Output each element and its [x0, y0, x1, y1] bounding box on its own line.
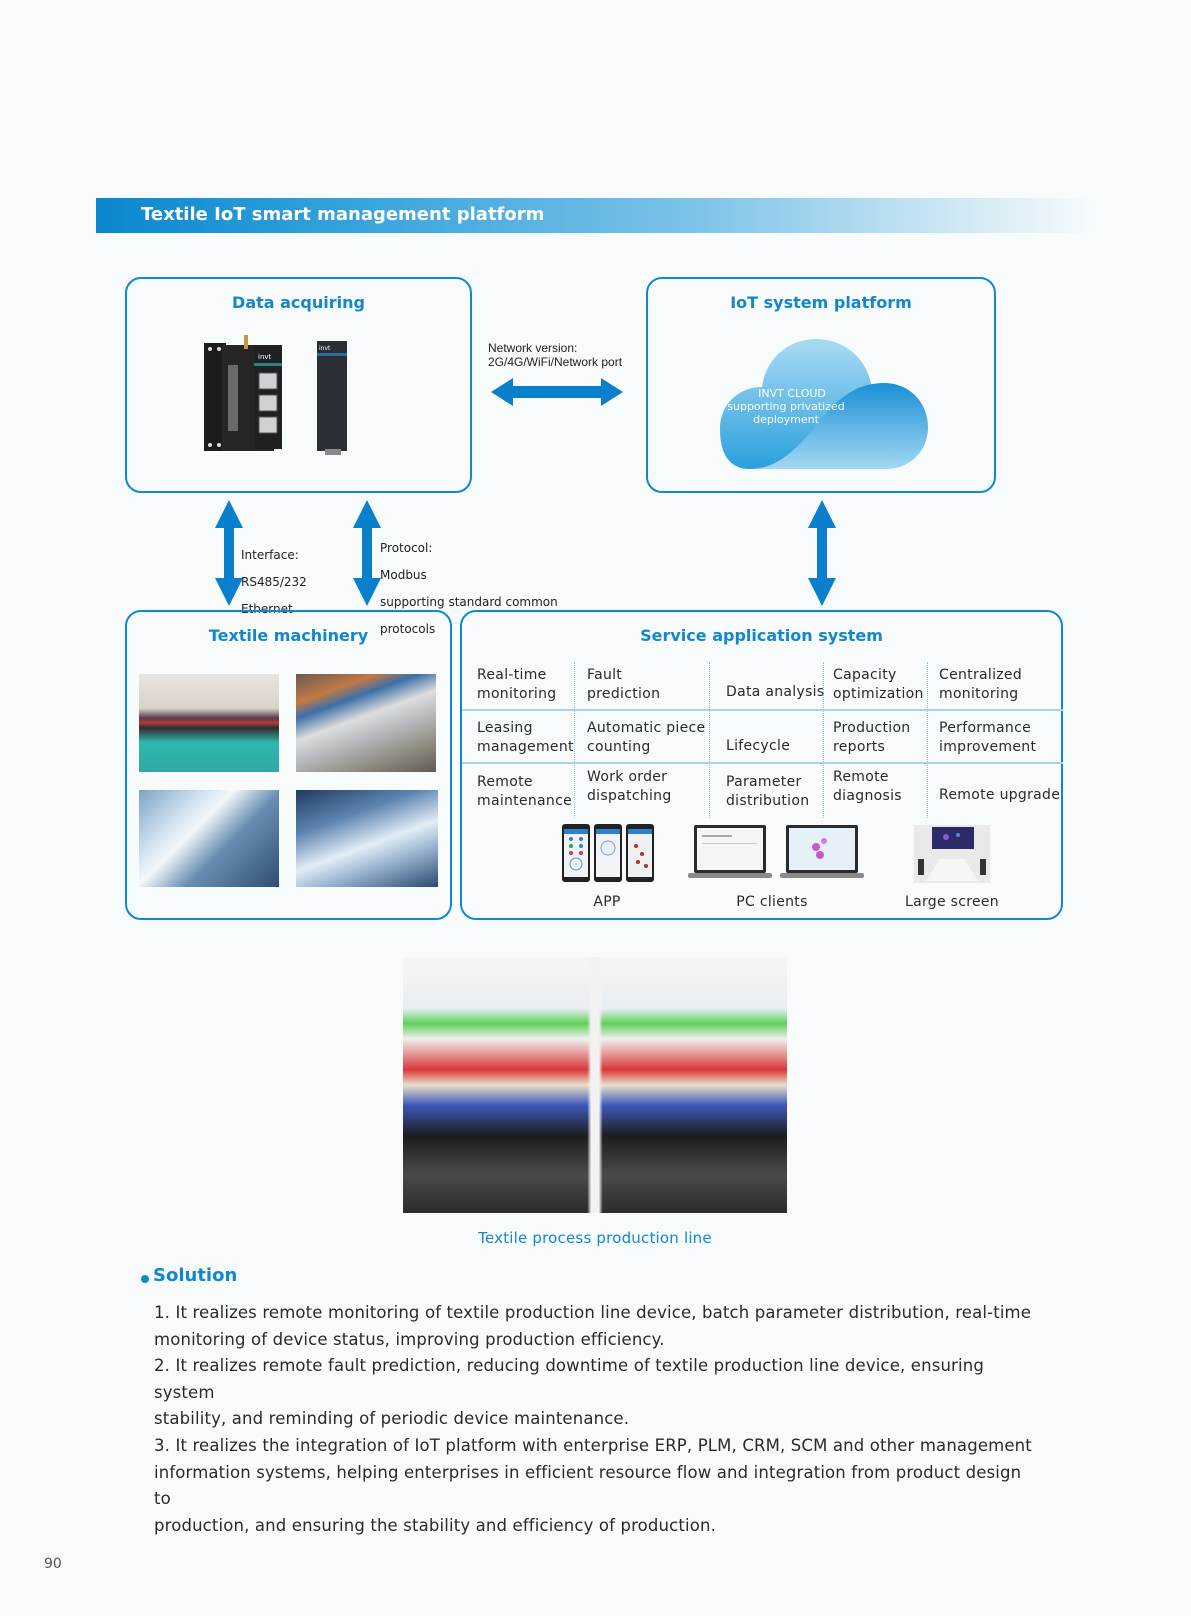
feature-production-reports: Production reports	[833, 720, 911, 755]
client-label-large-screen: Large screen	[905, 894, 999, 910]
data-acquiring-title: Data acquiring	[232, 293, 365, 312]
interface-label-line1: Interface:	[241, 547, 299, 562]
spinning-frame-photo	[296, 674, 436, 772]
device-brand-label-module: invt	[319, 345, 331, 352]
cloud-icon: INVT CLOUD supporting privatized deploym…	[720, 339, 928, 469]
column-divider	[927, 662, 928, 818]
cloud-label-line2: supporting privatized	[727, 400, 844, 413]
feature-leasing-management: Leasing management	[477, 720, 574, 755]
solution-line: 2. It realizes remote fault prediction, …	[154, 1356, 984, 1402]
protocol-label-line2: Modbus	[380, 567, 427, 582]
large-screen-meeting-room-image	[914, 825, 990, 883]
iot-gateway-device-image: invt	[204, 335, 282, 451]
textile-production-line-photo	[403, 957, 787, 1213]
data-acquiring-box: Data acquiring invt invt	[125, 277, 472, 493]
protocol-label-line4: protocols	[380, 621, 436, 636]
feature-real-time-monitoring: Real-time monitoring	[477, 667, 557, 702]
protocol-label-line1: Protocol:	[380, 540, 433, 555]
embroidery-machine-photo	[139, 674, 279, 772]
feature-capacity-optimization: Capacity optimization	[833, 667, 924, 702]
pc-client-map-laptop-image	[780, 825, 864, 878]
solution-line: 3. It realizes the integration of IoT pl…	[154, 1435, 1032, 1455]
pc-client-laptop-image	[688, 825, 772, 878]
service-application-system-box: Service application system Real-time mon…	[460, 610, 1063, 920]
bidirectional-arrow-vertical-icon	[353, 500, 381, 606]
iot-platform-title: IoT system platform	[730, 293, 912, 312]
row-divider	[462, 709, 1063, 711]
solution-text: 1. It realizes remote monitoring of text…	[154, 1300, 1034, 1539]
bullet-icon	[141, 1274, 149, 1283]
feature-lifecycle: Lifecycle	[726, 738, 791, 754]
weaving-loom-photo	[296, 790, 438, 887]
column-divider	[823, 662, 824, 818]
spinning-mill-photo	[139, 790, 279, 887]
production-photo-caption: Textile process production line	[478, 1229, 712, 1247]
solution-line: monitoring of device status, improving p…	[154, 1329, 665, 1349]
protocol-label: Protocol: Modbus supporting standard com…	[380, 528, 558, 650]
bidirectional-arrow-vertical-icon	[215, 500, 243, 606]
network-version-label: Network version: 2G/4G/WiFi/Network port	[488, 341, 622, 369]
feature-fault-prediction: Fault prediction	[587, 667, 661, 702]
client-label-pc: PC clients	[736, 894, 808, 910]
feature-automatic-piece-counting: Automatic piece counting	[587, 720, 706, 755]
mobile-app-screens-image	[562, 824, 654, 882]
section-title: Textile IoT smart management platform	[141, 204, 545, 225]
service-system-title: Service application system	[640, 626, 883, 645]
network-label-line1: Network version:	[488, 341, 578, 355]
device-brand-label: invt	[258, 353, 272, 361]
io-module-device-image: invt	[317, 341, 347, 455]
solution-heading: Solution	[141, 1265, 237, 1286]
network-label-line2: 2G/4G/WiFi/Network port	[488, 355, 623, 369]
solution-line: production, and ensuring the stability a…	[154, 1515, 716, 1535]
solution-heading-text: Solution	[153, 1265, 238, 1286]
cloud-label-line3: deployment	[753, 413, 819, 426]
protocol-label-line3: supporting standard common	[380, 594, 558, 609]
feature-work-order-dispatching: Work order dispatching	[587, 769, 672, 804]
row-divider	[462, 762, 1063, 764]
textile-machinery-title: Textile machinery	[208, 626, 369, 645]
feature-remote-diagnosis: Remote diagnosis	[833, 769, 902, 804]
iot-system-platform-box: IoT system platform INVT CLOUD supportin…	[646, 277, 996, 493]
feature-data-analysis: Data analysis	[726, 684, 825, 700]
column-divider	[574, 662, 575, 818]
feature-remote-maintenance: Remote maintenance	[477, 774, 573, 809]
solution-line: stability, and reminding of periodic dev…	[154, 1409, 630, 1429]
feature-remote-upgrade: Remote upgrade	[939, 787, 1061, 803]
interface-label-line2: RS485/232	[241, 574, 307, 589]
textile-machinery-box: Textile machinery	[125, 610, 452, 920]
page-number: 90	[44, 1556, 62, 1572]
feature-centralized-monitoring: Centralized monitoring	[939, 667, 1023, 702]
cloud-label-line1: INVT CLOUD	[758, 387, 826, 400]
section-banner: Textile IoT smart management platform	[96, 198, 1096, 233]
column-divider	[709, 662, 710, 818]
feature-performance-improvement: Performance improvement	[939, 720, 1037, 755]
client-label-app: APP	[593, 894, 621, 910]
solution-line: information systems, helping enterprises…	[154, 1462, 1022, 1509]
bidirectional-arrow-vertical-icon	[808, 500, 836, 606]
bidirectional-arrow-horizontal-icon	[491, 378, 623, 406]
feature-parameter-distribution: Parameter distribution	[726, 774, 810, 809]
solution-line: 1. It realizes remote monitoring of text…	[154, 1303, 1032, 1322]
